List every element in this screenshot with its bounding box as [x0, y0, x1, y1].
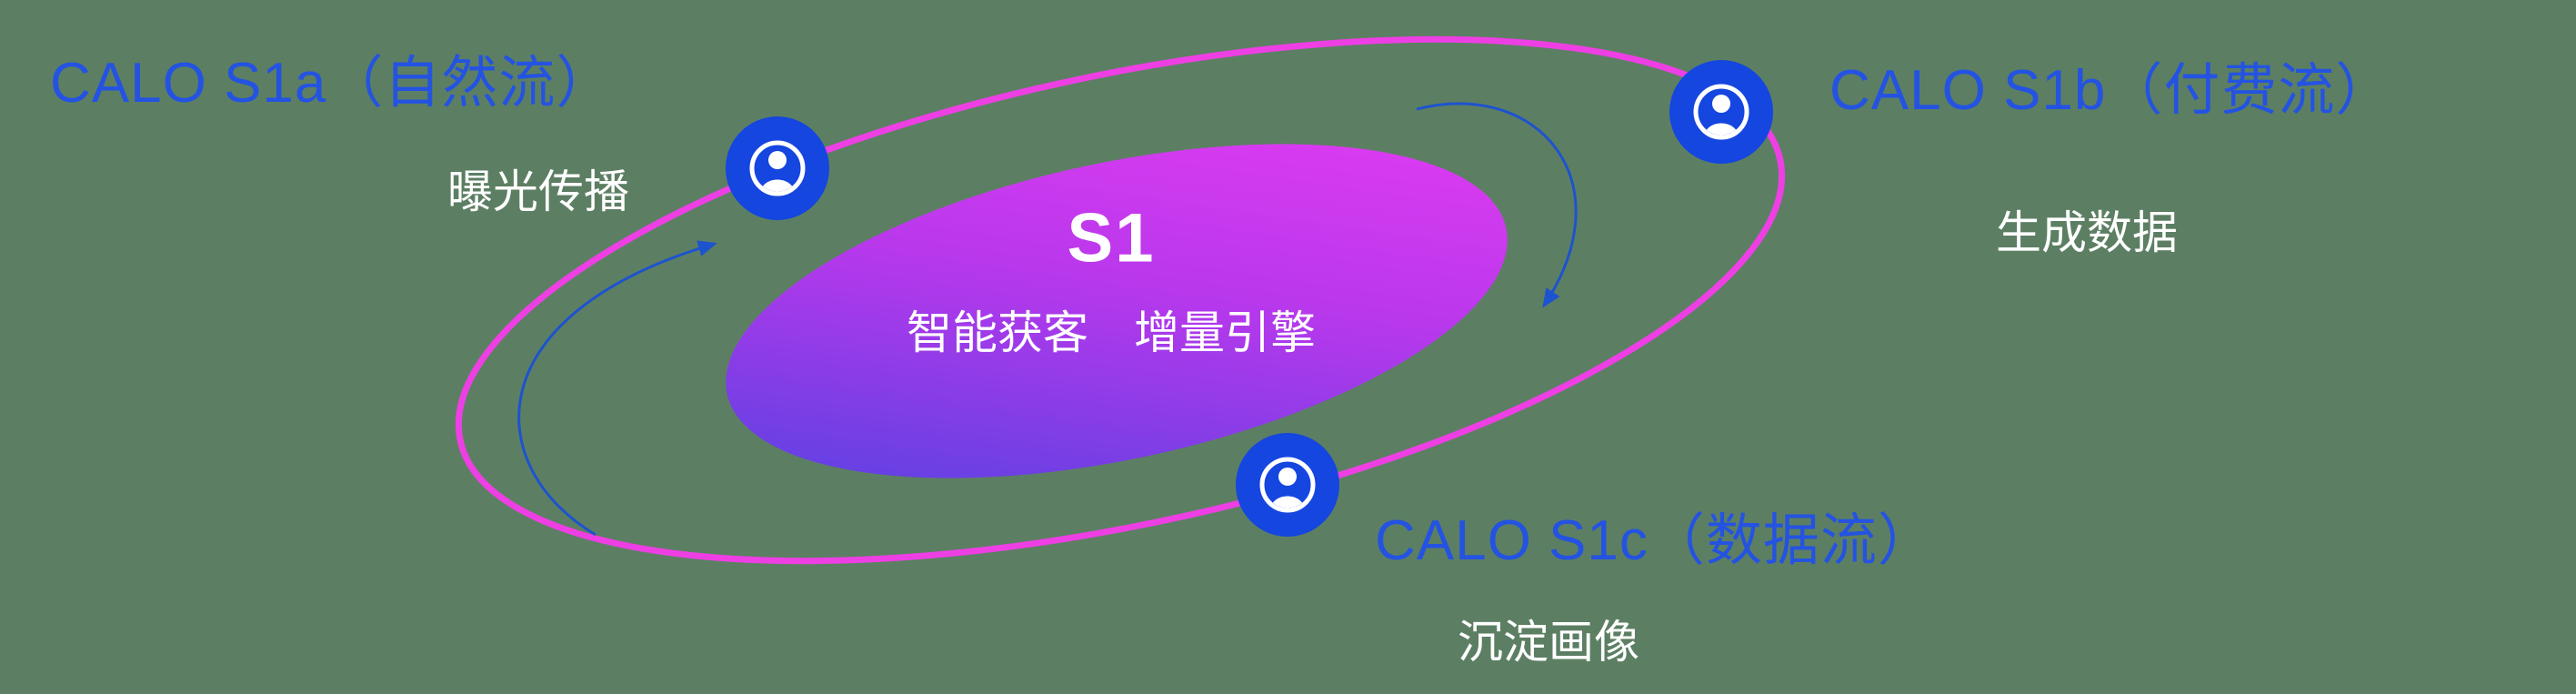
user-icon: [1236, 433, 1339, 537]
label-s1b-subtitle: 生成数据: [1996, 207, 2178, 258]
node-s1a: [726, 116, 829, 220]
flow-arrow-left: [517, 240, 717, 537]
user-icon: [1669, 60, 1773, 164]
label-s1b-title: CALO S1b（付费流）: [1829, 59, 2393, 122]
center-title: S1: [1067, 199, 1156, 277]
label-s1a-subtitle: 曝光传播: [447, 166, 629, 217]
label-s1c-subtitle: 沉淀画像: [1458, 617, 1639, 668]
node-s1b: [1669, 60, 1773, 164]
label-s1a-title: CALO S1a（自然流）: [50, 52, 614, 115]
label-s1c-title: CALO S1c（数据流）: [1375, 509, 1935, 572]
user-icon: [726, 116, 829, 220]
orbit-ring: [455, 35, 1786, 565]
flow-arrow-right: [1416, 102, 1578, 308]
center-ellipse: [726, 144, 1508, 478]
center-subtitle: 智能获客 增量引擎: [907, 307, 1316, 358]
node-s1c: [1236, 433, 1339, 537]
